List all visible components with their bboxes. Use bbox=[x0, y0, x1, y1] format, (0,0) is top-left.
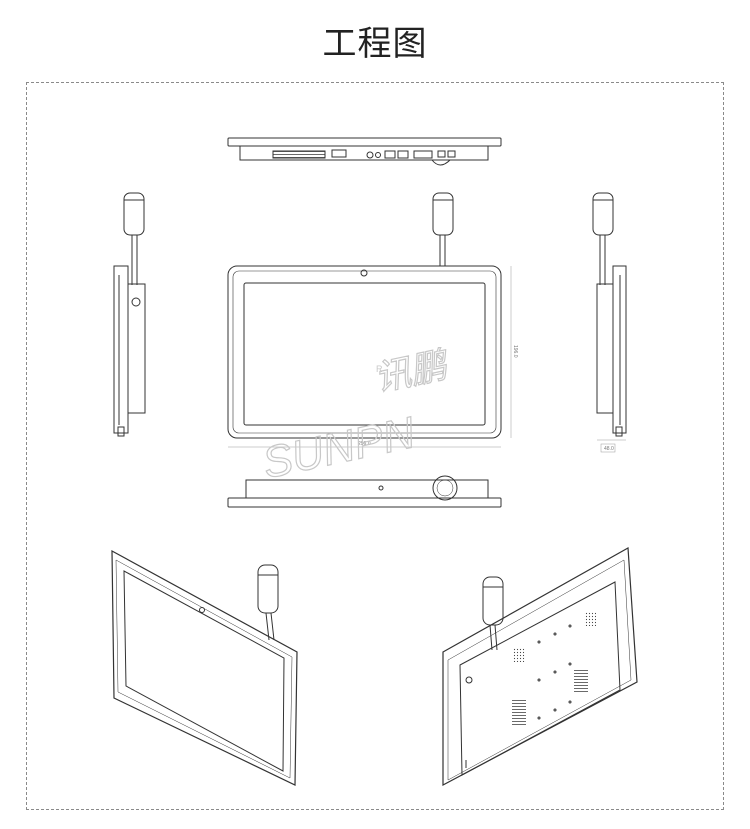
watermark-brand-cn: 讯鹏 bbox=[371, 344, 454, 400]
drawing-frame bbox=[26, 82, 724, 810]
height-dimension-label: 196.0 bbox=[512, 345, 518, 358]
registered-mark: R bbox=[376, 364, 383, 374]
watermark-text: SUNPN bbox=[258, 408, 419, 488]
depth-dimension-label: 48.0 bbox=[604, 446, 614, 452]
right-side-view: 48.0 bbox=[592, 192, 627, 453]
brand-watermark: SUNPN 讯鹏 R bbox=[258, 344, 455, 489]
page-title: 工程图 bbox=[322, 25, 428, 63]
bottom-view bbox=[227, 475, 502, 508]
perspective-front-view bbox=[111, 549, 298, 786]
front-view: 296.0 196.0 bbox=[227, 192, 518, 448]
perspective-back-view bbox=[442, 547, 638, 786]
top-view bbox=[227, 137, 502, 166]
left-side-view bbox=[113, 192, 146, 437]
width-dimension-label: 296.0 bbox=[358, 441, 371, 447]
